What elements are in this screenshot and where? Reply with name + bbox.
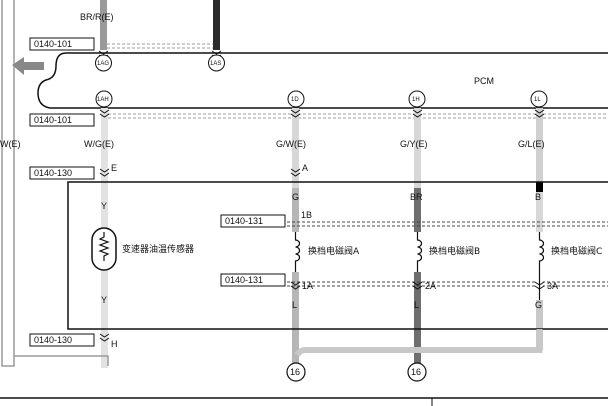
svg-text:16: 16: [290, 367, 300, 377]
pcm-label: PCM: [474, 76, 494, 86]
wire-2-label: G/W(E): [276, 139, 306, 149]
left-edge-label: W(E): [0, 139, 21, 149]
wire-2-color-lower: L: [292, 300, 297, 310]
wire-1-pin-top: E: [111, 163, 117, 173]
wire-4-color-lower: G: [535, 300, 542, 310]
connector-box-c3: [29, 166, 95, 180]
connector-box-c5: [220, 273, 286, 287]
shield-lines-upper: [108, 113, 608, 119]
transmission-component-box: [67, 181, 608, 330]
svg-text:16: 16: [411, 367, 421, 377]
pin-1AS: 1AS: [208, 50, 225, 72]
wire-chevrons: [99, 109, 545, 177]
solenoid-b-label: 换档电磁阀B: [429, 245, 480, 257]
temperature-sensor-label: 变速器油温传感器: [122, 243, 194, 255]
wire-1-color-upper: Y: [101, 201, 107, 211]
pin-1D: 1D: [287, 90, 305, 108]
wire-4-pin-low: 3A: [547, 281, 558, 291]
svg-text:1AH: 1AH: [97, 97, 109, 103]
svg-text:1AG: 1AG: [97, 61, 109, 67]
wire-chevrons-lower: [99, 281, 545, 342]
pcm-module-outline: [37, 52, 608, 109]
pin-1L: 1L: [530, 90, 548, 108]
top-wire-group: [100, 0, 220, 50]
solenoid-c-label: 换档电磁阀C: [551, 245, 602, 257]
connector-label-c1: 0140-101: [34, 39, 72, 49]
svg-text:1D: 1D: [291, 97, 299, 103]
connector-label-c4: 0140-131: [225, 216, 263, 226]
pin-1AH: 1AH: [95, 90, 113, 108]
ground-point-1: 16: [286, 362, 306, 382]
wire-4-color-upper: B: [535, 192, 541, 202]
wire-2-pin-low: 1A: [302, 281, 313, 291]
left-harness-inner: [14, 355, 109, 366]
wire-3-pin-low: 2A: [425, 281, 436, 291]
wire-3-label: G/Y(E): [400, 139, 428, 149]
wire-2-pin-top: A: [302, 163, 308, 173]
solenoid-coils-redraw: [294, 232, 545, 300]
solenoid-a-label: 换档电磁阀A: [308, 245, 360, 257]
shield-lines-mid: [282, 221, 608, 287]
connector-box-c1: [29, 37, 95, 51]
pin-1H: 1H: [408, 90, 426, 108]
wire-1-label: W/G(E): [84, 139, 114, 149]
wire-1-color-lower: Y: [101, 295, 107, 305]
connector-label-c5: 0140-131: [225, 275, 263, 285]
wire-4-label: G/L(E): [518, 139, 545, 149]
svg-text:1H: 1H: [412, 97, 420, 103]
connector-box-c6: [29, 333, 95, 347]
wire-1-pin-bottom: H: [111, 339, 118, 349]
connector-box-c4: [220, 214, 286, 228]
left-arrow-icon: [12, 57, 44, 75]
svg-text:1AS: 1AS: [210, 61, 221, 67]
ground-point-2: 16: [407, 362, 427, 382]
wire-2-pin-mid: 1B: [301, 210, 312, 220]
connector-label-c2: 0140-101: [34, 115, 72, 125]
wire-2-color-upper: G: [292, 192, 299, 202]
top-wire-label: BR/R(E): [80, 12, 114, 22]
wire-3-color-upper: BR: [410, 192, 423, 202]
left-harness-outline: [1, 0, 15, 367]
pin-1AG: 1AG: [95, 50, 112, 72]
ground-bus-wire: [294, 329, 543, 357]
connector-box-c2: [29, 113, 95, 127]
temperature-sensor-icon: [91, 227, 117, 271]
connector-label-c3: 0140-130: [34, 168, 72, 178]
connector-label-c6: 0140-130: [34, 335, 72, 345]
svg-text:1L: 1L: [534, 97, 541, 103]
wire-3-color-lower: L: [414, 300, 419, 310]
